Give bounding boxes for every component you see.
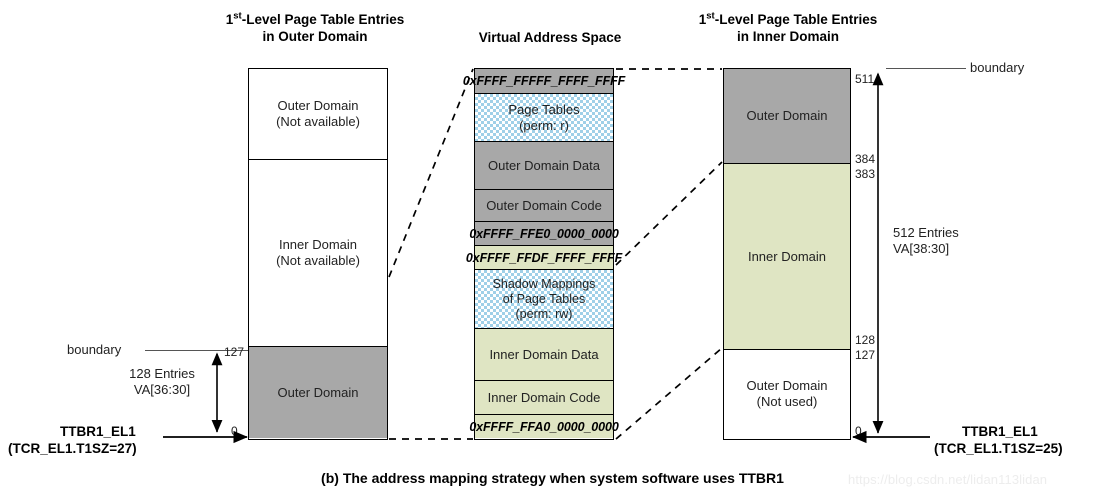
right-block-outer-domain-not-used: Outer Domain (Not used) bbox=[724, 349, 850, 438]
center-to-right-connectors bbox=[615, 68, 723, 440]
right-index-511: 511 bbox=[855, 72, 875, 86]
center-block-inner-domain-data: Inner Domain Data bbox=[475, 328, 613, 380]
center-block-addr-ffe0: 0xFFFF_FFE0_0000_0000 bbox=[469, 221, 619, 245]
right-index-383: 383 bbox=[855, 167, 876, 181]
right-boundary-leader-line bbox=[886, 68, 966, 69]
center-block-addr-top: 0xFFFF_FFFFF_FFFF_FFFF bbox=[463, 69, 625, 93]
left-to-center-connectors bbox=[388, 68, 474, 440]
watermark-url: https://blog.csdn.net/lidan113lidan bbox=[848, 472, 1048, 487]
left-block-outer-domain: Outer Domain bbox=[249, 346, 387, 438]
center-block-outer-domain-data: Outer Domain Data bbox=[475, 141, 613, 189]
right-index-128: 128 bbox=[855, 333, 876, 347]
right-index-384: 384 bbox=[855, 152, 876, 166]
right-block-inner-domain: Inner Domain bbox=[724, 163, 850, 349]
header-left-column: 1st-Level Page Table Entries in Outer Do… bbox=[190, 11, 440, 45]
right-entries-label: 512 Entries VA[38:30] bbox=[893, 225, 959, 256]
center-block-page-tables: Page Tables (perm: r) bbox=[475, 93, 613, 141]
right-register-ttbr1: TTBR1_EL1 bbox=[962, 424, 1038, 439]
header-center-title: Virtual Address Space bbox=[478, 30, 622, 45]
right-block-outer-domain: Outer Domain bbox=[724, 69, 850, 163]
center-virtual-address-space-column: 0xFFFF_FFFFF_FFFF_FFFF Page Tables (perm… bbox=[463, 68, 625, 440]
center-block-outer-domain-code: Outer Domain Code bbox=[475, 189, 613, 221]
left-block-inner-domain-na: Inner Domain (Not available) bbox=[249, 159, 387, 346]
header-right-line2: in Inner Domain bbox=[736, 29, 839, 44]
right-index-0: 0 bbox=[855, 424, 862, 438]
left-register-config: (TCR_EL1.T1SZ=27) bbox=[8, 441, 137, 456]
center-block-shadow-mappings: Shadow Mappings of Page Tables (perm: rw… bbox=[475, 269, 613, 328]
header-left-line1: 1st-Level Page Table Entries bbox=[225, 10, 405, 27]
header-left-line2: in Outer Domain bbox=[262, 29, 368, 44]
left-entries-label: 128 Entries VA[36:30] bbox=[129, 366, 195, 397]
right-index-127: 127 bbox=[855, 348, 876, 362]
header-right-column: 1st-Level Page Table Entries in Inner Do… bbox=[663, 11, 913, 45]
right-page-table-column: Outer Domain Inner Domain Outer Domain (… bbox=[723, 68, 851, 440]
left-register-ttbr1: TTBR1_EL1 bbox=[60, 424, 136, 439]
header-right-line1: 1st-Level Page Table Entries bbox=[698, 10, 878, 27]
header-center-column: Virtual Address Space bbox=[450, 29, 650, 46]
center-block-addr-ffdf: 0xFFFF_FFDF_FFFF_FFFF bbox=[466, 245, 622, 269]
right-boundary-label: boundary bbox=[970, 60, 1025, 75]
center-block-inner-domain-code: Inner Domain Code bbox=[475, 380, 613, 414]
left-block-outer-domain-na: Outer Domain (Not available) bbox=[249, 69, 387, 159]
figure-caption: (b) The address mapping strategy when sy… bbox=[321, 470, 784, 486]
left-index-127: 127 bbox=[224, 345, 245, 359]
right-register-config: (TCR_EL1.T1SZ=25) bbox=[934, 441, 1063, 456]
left-boundary-leader-line bbox=[145, 350, 248, 351]
left-page-table-column: Outer Domain (Not available) Inner Domai… bbox=[248, 68, 388, 440]
left-index-0: 0 bbox=[231, 424, 238, 438]
center-block-addr-ffa0: 0xFFFF_FFA0_0000_0000 bbox=[469, 414, 619, 438]
left-boundary-label: boundary bbox=[67, 342, 122, 357]
